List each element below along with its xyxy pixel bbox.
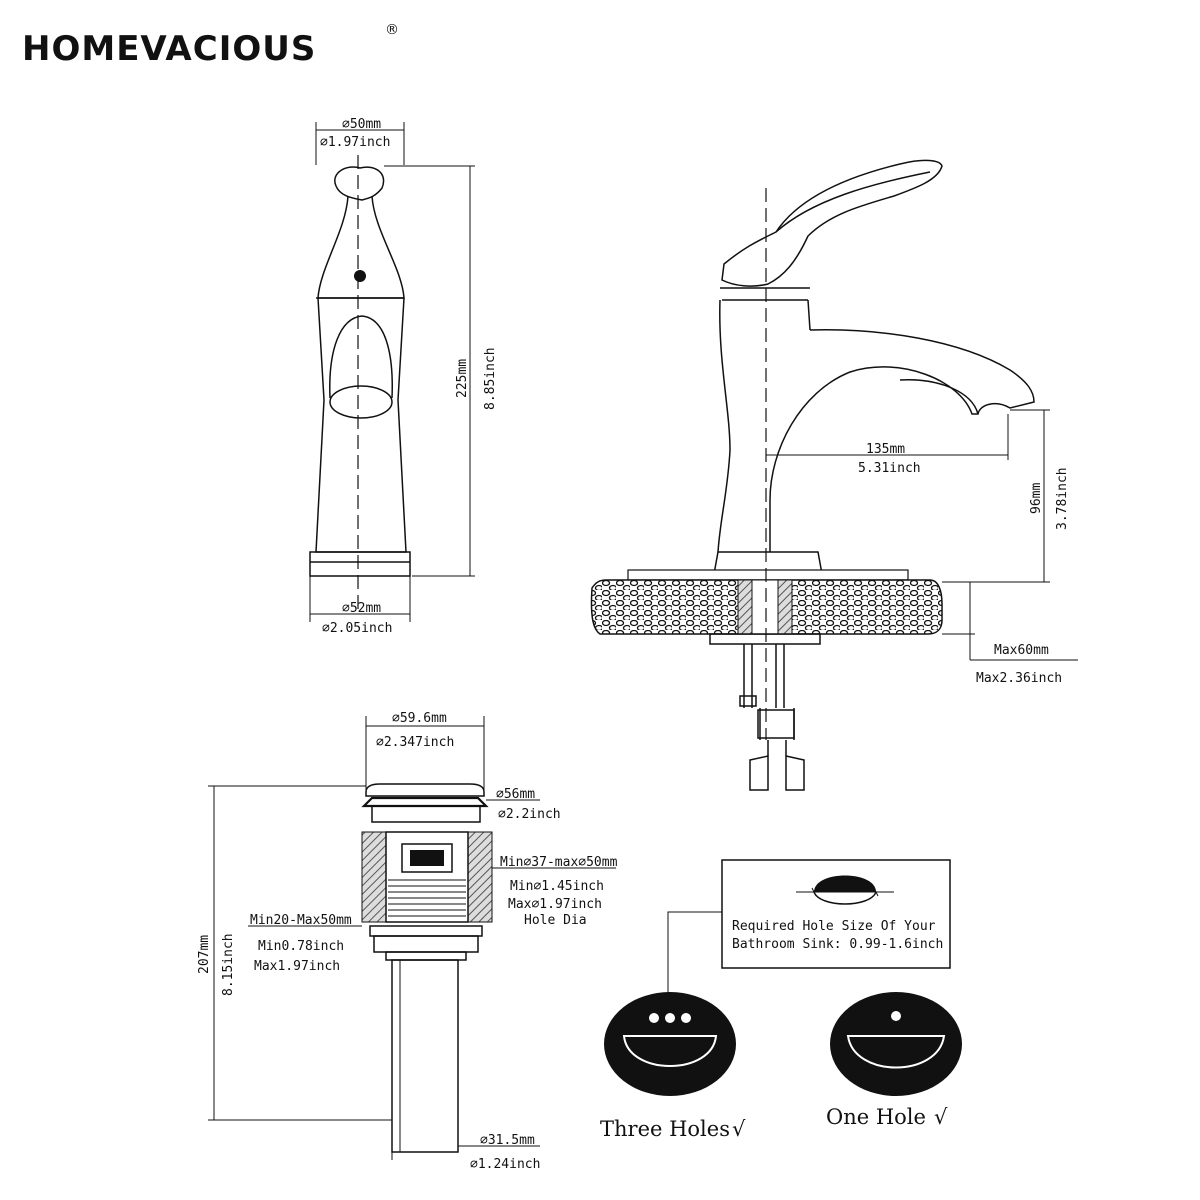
side-deck-dim-mm: Max60mm	[994, 643, 1049, 658]
one-hole-sink: One Hole √	[826, 992, 962, 1129]
drain-hole-min-inch: Min⌀1.45inch	[510, 879, 604, 894]
front-base-dim-inch: ⌀2.05inch	[322, 621, 392, 636]
side-reach-dim-inch: 5.31inch	[858, 461, 921, 476]
side-deck-dim-inch: Max2.36inch	[976, 671, 1062, 686]
drain-height-dim-mm: 207mm	[197, 935, 212, 974]
front-height-dim-mm: 225mm	[455, 359, 470, 398]
drain-flange-dim-mm: ⌀56mm	[496, 787, 535, 802]
drain-threads	[388, 879, 466, 917]
one-hole-check: √	[934, 1105, 948, 1129]
brand-logo: HOMEVACIOUS	[22, 29, 316, 69]
drain-thickness-max-inch: Max1.97inch	[254, 959, 340, 974]
front-height-dim-inch: 8.85inch	[483, 347, 498, 410]
three-holes-label: Three Holes	[600, 1117, 730, 1141]
sink-note-line-1: Required Hole Size Of Your	[732, 919, 936, 934]
faucet-front-view: ⌀50mm ⌀1.97inch 225mm 8.85inch ⌀52mm ⌀2.…	[309, 117, 498, 636]
sink-hole-note: Required Hole Size Of Your Bathroom Sink…	[667, 859, 951, 1000]
drain-tail-dim-mm: ⌀31.5mm	[480, 1133, 535, 1148]
drain-height-dim-inch: 8.15inch	[221, 933, 236, 996]
drain-cap-dim-mm: ⌀59.6mm	[392, 711, 447, 726]
side-reach-dim-mm: 135mm	[866, 442, 905, 457]
pop-up-drain-view: ⌀59.6mm ⌀2.347inch ⌀56mm ⌀2.2inch Min⌀37	[197, 711, 618, 1172]
front-top-dim-mm: ⌀50mm	[342, 117, 381, 132]
drain-thickness-min-inch: Min0.78inch	[258, 939, 344, 954]
drain-flange-dim-inch: ⌀2.2inch	[498, 807, 561, 822]
drain-hole-dia-label: Hole Dia	[524, 913, 587, 928]
three-holes-check: √	[732, 1117, 746, 1141]
registered-mark: ®	[385, 22, 399, 38]
sink-note-line-2: Bathroom Sink: 0.99-1.6inch	[732, 937, 943, 952]
drain-cap-dim-inch: ⌀2.347inch	[376, 735, 454, 750]
drain-thickness-dim-mm: Min20-Max50mm	[250, 913, 352, 928]
front-base-dim-mm: ⌀52mm	[342, 601, 381, 616]
faucet-side-view: 135mm 5.31inch 96mm 3.78inch Max60mm Max…	[590, 159, 1078, 791]
side-spout-height-dim-mm: 96mm	[1029, 483, 1044, 514]
one-hole-label: One Hole	[826, 1105, 926, 1129]
front-top-dim-inch: ⌀1.97inch	[320, 135, 390, 150]
drain-hole-range: Min⌀37-max⌀50mm	[500, 855, 618, 870]
three-hole-sink: Three Holes √	[600, 992, 746, 1141]
drain-hole-max-inch: Max⌀1.97inch	[508, 897, 602, 912]
side-spout-height-dim-inch: 3.78inch	[1055, 467, 1070, 530]
drain-tail-dim-inch: ⌀1.24inch	[470, 1157, 540, 1172]
